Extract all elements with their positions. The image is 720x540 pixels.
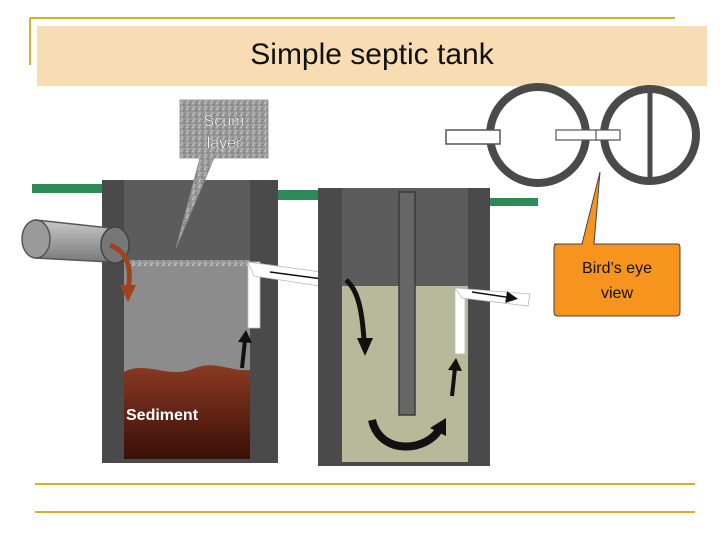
- birds-eye-label-line2: view: [601, 285, 633, 302]
- frame-lines: [29, 17, 695, 513]
- baffle-wall: [398, 191, 416, 416]
- inflow-arrowhead: [120, 285, 136, 302]
- birds-eye-label-line1: Bird’s eye: [582, 260, 652, 277]
- scum-callout: Scum layer: [175, 99, 269, 249]
- birds-eye-first-chamber: [445, 83, 617, 187]
- scum-label-line1: Scum: [204, 113, 245, 130]
- scum-label-line2: layer: [207, 135, 242, 152]
- down-arrow: [344, 278, 367, 341]
- rise-arrow-1: [240, 339, 247, 369]
- ground-line: [32, 184, 538, 206]
- scum-layer: [124, 260, 250, 266]
- sediment-label: Sediment: [126, 407, 199, 424]
- title-band: [37, 26, 707, 86]
- rise-arrow-2: [450, 367, 457, 397]
- birds-eye-second-chamber: [595, 85, 700, 185]
- inlet-pipe: [21, 219, 130, 264]
- under-baffle-arrow: [368, 418, 444, 451]
- slide-title: Simple septic tank: [250, 38, 494, 71]
- birds-eye-callout: Bird’s eye view: [553, 171, 681, 317]
- outflow-arrow: [471, 291, 518, 304]
- sediment-layer: [124, 365, 250, 459]
- inflow-arrow: [108, 242, 132, 291]
